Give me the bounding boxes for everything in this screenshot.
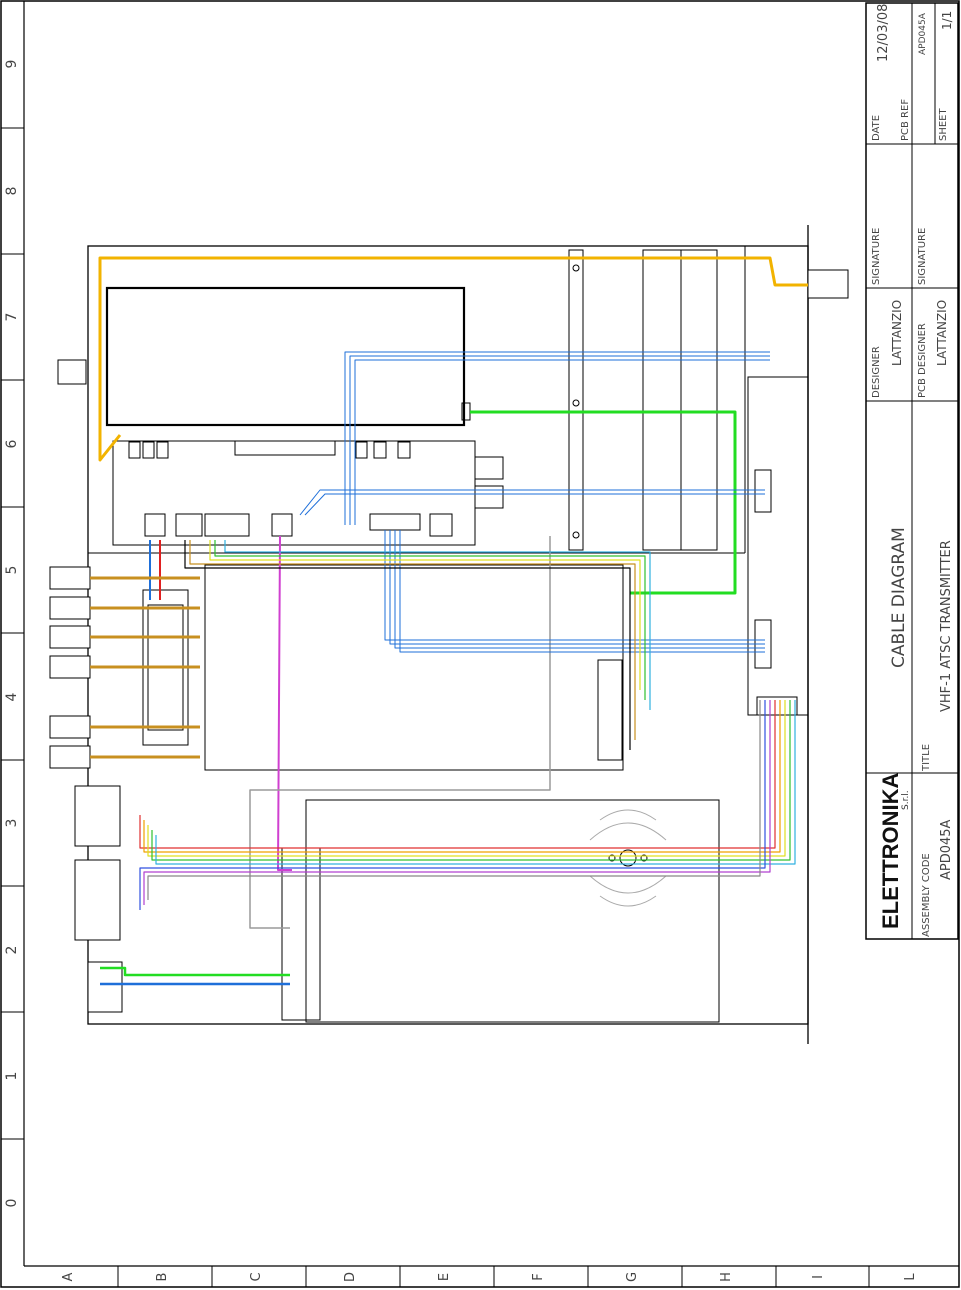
assembly-code-value: APD045A xyxy=(939,819,954,880)
title-value: VHF-1 ATSC TRANSMITTER xyxy=(939,540,954,712)
designer-value: LATTANZIO xyxy=(890,300,904,366)
col-marker: C xyxy=(249,1272,264,1281)
company-logo-text: ELETTRONIKA xyxy=(878,772,903,929)
power-supply xyxy=(282,800,719,1022)
company-logo: ELETTRONIKA S.r.l. xyxy=(878,772,911,929)
row-marker: 9 xyxy=(4,60,20,69)
designer-label: DESIGNER xyxy=(871,346,882,398)
amplifier-module xyxy=(143,565,623,770)
col-marker: A xyxy=(61,1272,76,1281)
sheet-value: 1/1 xyxy=(940,11,954,30)
magenta-cable xyxy=(278,536,292,870)
row-marker: 0 xyxy=(4,1199,20,1208)
col-marker: H xyxy=(719,1272,734,1282)
ribbon-cable xyxy=(140,700,795,910)
col-marker: G xyxy=(625,1272,640,1282)
blue-bus xyxy=(300,352,770,652)
title-label: TITLE xyxy=(921,744,932,772)
chassis xyxy=(88,225,808,1044)
col-marker: D xyxy=(343,1272,358,1282)
date-value: 12/03/08 xyxy=(876,4,891,62)
company-suffix: S.r.l. xyxy=(901,790,911,810)
pcb-ref-value: APD045A xyxy=(918,12,928,55)
pcb-ref-label: PCB REF xyxy=(900,99,911,141)
row-marker: 2 xyxy=(4,946,20,955)
row-marker: 8 xyxy=(4,187,20,196)
signature-label: SIGNATURE xyxy=(917,228,928,285)
drawing-type: CABLE DIAGRAM xyxy=(889,527,909,668)
col-marker: B xyxy=(155,1273,170,1282)
row-marker: 4 xyxy=(4,692,20,701)
assembly-code-label: ASSEMBLY CODE xyxy=(921,853,932,937)
green-cable-psu xyxy=(100,968,290,975)
pcb-designer-label: PCB DESIGNER xyxy=(917,323,928,398)
pcb-designer-value: LATTANZIO xyxy=(935,300,949,366)
row-marker: 3 xyxy=(4,819,20,828)
cables xyxy=(90,258,808,984)
row-marker: 5 xyxy=(4,566,20,575)
sheet-label: SHEET xyxy=(938,107,949,141)
exciter-module xyxy=(107,288,503,545)
green-cable xyxy=(470,412,735,593)
col-markers: A B C D E F G H I L xyxy=(61,1272,918,1282)
row-marker: 6 xyxy=(4,439,20,448)
col-marker: F xyxy=(531,1273,546,1280)
bnc-connectors xyxy=(50,270,848,1012)
row-marker: 7 xyxy=(4,313,20,322)
heatsink-area xyxy=(569,250,808,715)
multi-wire-harness xyxy=(185,540,650,750)
row-marker: 1 xyxy=(4,1072,20,1081)
col-marker: E xyxy=(437,1273,452,1281)
col-marker: I xyxy=(811,1275,826,1279)
date-label: DATE xyxy=(871,115,882,141)
col-marker: L xyxy=(903,1273,918,1281)
signature-label: SIGNATURE xyxy=(871,228,882,285)
